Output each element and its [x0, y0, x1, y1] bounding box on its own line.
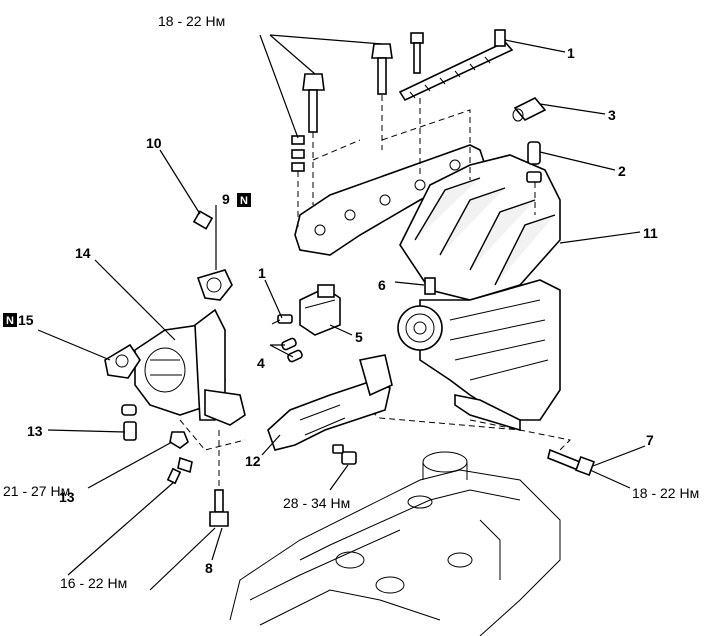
torque-bolt-28: 28 - 34 Нм [283, 495, 350, 511]
fitting-3 [512, 97, 547, 122]
callout-10: 10 [146, 135, 162, 151]
long-bolts [291, 43, 393, 172]
callout-14: 14 [75, 245, 91, 261]
bolt-7 [547, 448, 595, 476]
bolt-small-top [410, 32, 424, 74]
bolt-28 [332, 444, 357, 465]
badge-n-9-text: N [240, 195, 248, 207]
callout-13-lower: 13 [59, 489, 75, 505]
callout-3: 3 [608, 107, 616, 123]
egr-pipe-10 [162, 210, 214, 331]
hose-1 [398, 29, 514, 102]
callout-13-left: 13 [27, 423, 43, 439]
badge-n-15: N [3, 313, 17, 327]
nut-21 [169, 431, 189, 449]
egr-assembly-lines [179, 419, 246, 451]
callout-9: 9 [222, 191, 230, 207]
torque-bolt-7: 18 - 22 Нм [632, 485, 699, 501]
callout-7: 7 [646, 432, 654, 448]
bracket-12 [267, 354, 393, 451]
hoses-4 [281, 337, 303, 363]
badge-n-15-text: N [6, 315, 14, 327]
screw-1 [271, 314, 293, 325]
intake-manifold [294, 144, 561, 432]
gasket-9 [196, 269, 233, 301]
engine-block [229, 451, 561, 636]
hose-2 [526, 141, 542, 183]
callout-8: 8 [205, 560, 213, 576]
sensor-6 [424, 277, 436, 295]
callout-12: 12 [245, 453, 261, 469]
bolt-8 [209, 430, 229, 527]
badge-n-9: N [237, 193, 251, 207]
callout-4: 4 [257, 355, 265, 371]
callout-11: 11 [643, 225, 658, 241]
sensor-5 [299, 284, 341, 336]
stud-13b [166, 456, 193, 485]
callout-1-mid: 1 [258, 265, 266, 281]
torque-bolt-8: 16 - 22 Нм [60, 575, 127, 591]
callout-6: 6 [378, 277, 386, 293]
callout-2: 2 [618, 163, 626, 179]
torque-top: 18 - 22 Нм [158, 13, 225, 29]
leader-lines [37, 34, 646, 591]
callout-1-top: 1 [567, 45, 575, 61]
callout-15: 15 [18, 312, 34, 328]
flange-15 [104, 343, 141, 379]
callout-5: 5 [355, 329, 363, 345]
torque-nut-21: 21 - 27 Нм [3, 483, 70, 499]
clamp-13 [121, 404, 137, 441]
egr-body-14 [134, 308, 246, 426]
